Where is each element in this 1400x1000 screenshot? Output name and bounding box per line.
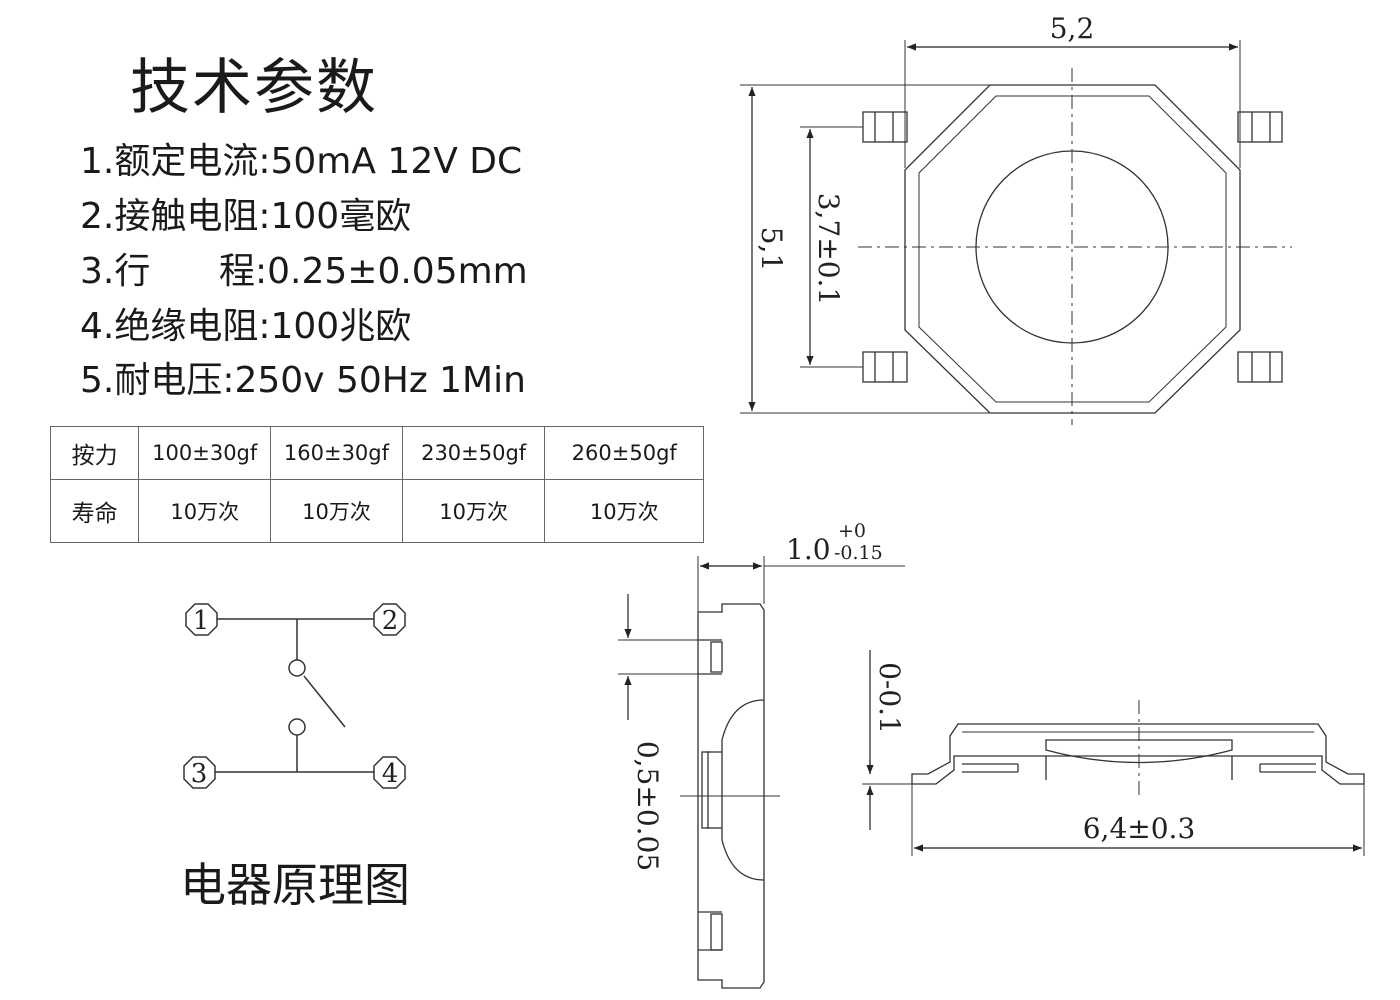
table-cell: 10万次 bbox=[270, 479, 403, 543]
housing-inner bbox=[918, 95, 1227, 403]
dim-stroke: 0,5±0.05 bbox=[631, 741, 664, 871]
pin-3-badge bbox=[183, 756, 216, 789]
table-cell: 10万次 bbox=[544, 479, 704, 543]
front-outline bbox=[911, 723, 1365, 785]
table-header-force: 按力 bbox=[49, 426, 140, 480]
front-dome bbox=[1045, 739, 1233, 764]
switch-schematic bbox=[183, 603, 406, 789]
param-travel: 3.行 程:0.25±0.05mm bbox=[80, 251, 528, 292]
pin-label-4: 4 bbox=[382, 759, 399, 789]
side-view-drawing bbox=[618, 556, 905, 989]
side-body-outline bbox=[697, 603, 765, 989]
top-view-drawing bbox=[740, 40, 1292, 425]
pin-label-1: 1 bbox=[193, 606, 210, 636]
table-cell: 260±50gf bbox=[544, 426, 704, 480]
table-cell: 230±50gf bbox=[401, 426, 546, 480]
table-header-life: 寿命 bbox=[49, 479, 140, 543]
dim-total-length: 6,4±0.3 bbox=[1083, 812, 1196, 845]
pin-label-3: 3 bbox=[191, 759, 208, 789]
pad-bottom-left bbox=[862, 351, 908, 383]
housing-outline bbox=[904, 84, 1241, 414]
contact-bottom bbox=[288, 718, 306, 736]
table-row: 寿命 10万次 10万次 10万次 10万次 bbox=[49, 479, 704, 543]
dim-top-height: 5,1 bbox=[755, 227, 788, 272]
table-cell: 160±30gf bbox=[270, 426, 403, 480]
pad-top-left bbox=[862, 111, 908, 143]
param-rated-current: 1.额定电流:50mA 12V DC bbox=[80, 141, 523, 182]
contact-top bbox=[288, 659, 306, 677]
param-withstand-voltage: 5.耐电压:250v 50Hz 1Min bbox=[80, 360, 526, 401]
dim-side-tolerance-lower: -0.15 bbox=[834, 542, 883, 564]
table-cell: 10万次 bbox=[138, 479, 272, 543]
pin-1-badge bbox=[185, 603, 218, 636]
dim-pad-span: 3,7±0.1 bbox=[812, 193, 845, 306]
page-title: 技术参数 bbox=[130, 53, 378, 123]
specs-table: 按力 100±30gf 160±30gf 230±50gf 260±50gf 寿… bbox=[49, 426, 704, 543]
pin-2-badge bbox=[373, 603, 406, 636]
pin-label-2: 2 bbox=[382, 606, 399, 636]
schematic-label: 电器原理图 bbox=[180, 858, 410, 912]
dim-lead-offset: 0-0.1 bbox=[873, 662, 906, 734]
pad-bottom-right bbox=[1237, 351, 1283, 383]
pad-top-right bbox=[1237, 111, 1283, 143]
switch-lever bbox=[303, 675, 346, 728]
front-view-drawing bbox=[862, 700, 1365, 856]
param-insulation-resistance: 4.绝缘电阻:100兆欧 bbox=[80, 306, 412, 347]
dim-top-width: 5,2 bbox=[1050, 12, 1095, 45]
dim-side-tolerance-upper: +0 bbox=[838, 520, 866, 542]
dim-side-thickness: 1.0 bbox=[786, 533, 831, 566]
table-cell: 100±30gf bbox=[138, 426, 272, 480]
param-contact-resistance: 2.接触电阻:100毫欧 bbox=[80, 196, 412, 237]
table-cell: 10万次 bbox=[401, 479, 546, 543]
table-row: 按力 100±30gf 160±30gf 230±50gf 260±50gf bbox=[49, 426, 704, 480]
pin-4-badge bbox=[373, 756, 406, 789]
